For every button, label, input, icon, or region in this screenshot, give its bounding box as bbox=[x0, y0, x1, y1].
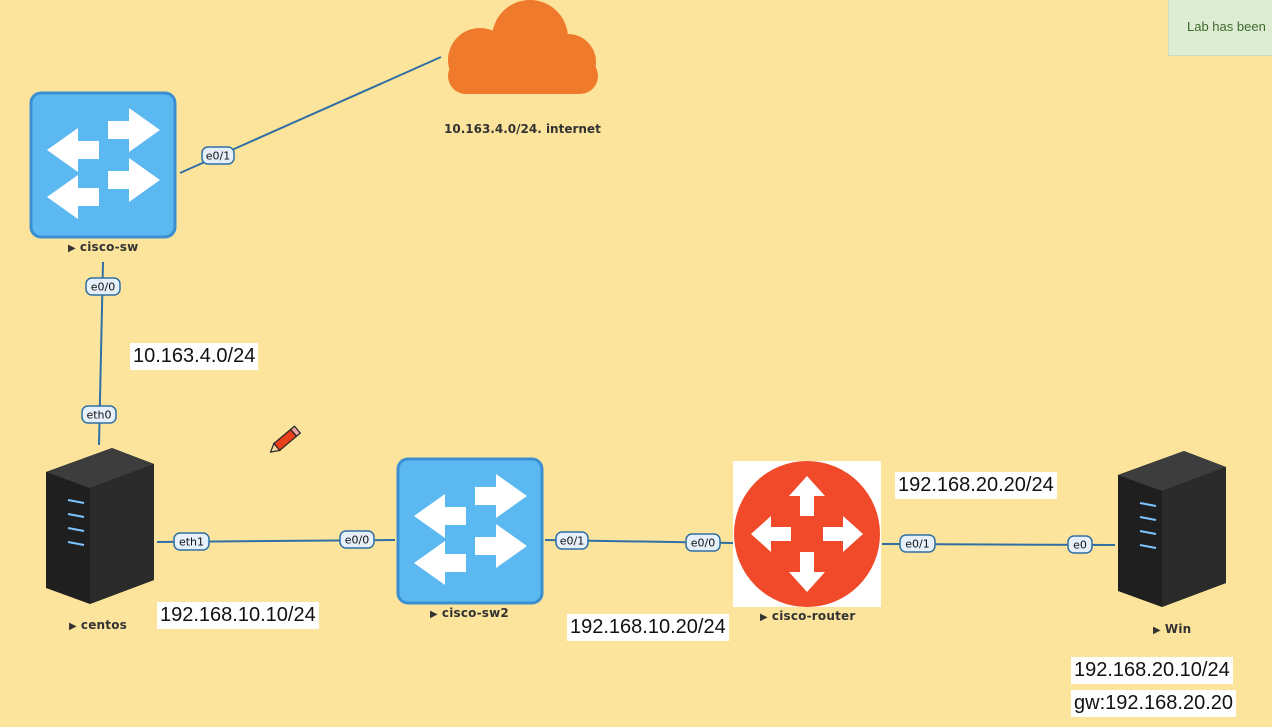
play-icon: ▶ bbox=[430, 609, 438, 620]
cloud-icon[interactable] bbox=[448, 0, 598, 94]
svg-text:eth1: eth1 bbox=[179, 536, 204, 549]
port-badges: e0/1 e0/0 eth0 eth1 e0/0 e0/1 e0/0 e0/1 bbox=[81, 146, 1093, 554]
svg-text:e0/0: e0/0 bbox=[91, 281, 115, 294]
node-label-cisco-sw[interactable]: ▶cisco-sw bbox=[68, 240, 138, 254]
svg-text:e0/0: e0/0 bbox=[691, 537, 715, 550]
port-badge-win-e0[interactable]: e0 bbox=[1067, 535, 1093, 554]
play-icon: ▶ bbox=[69, 621, 77, 632]
node-label-cisco-router[interactable]: ▶cisco-router bbox=[760, 609, 856, 623]
network-label-router-wan-ip[interactable]: 192.168.20.20/24 bbox=[895, 472, 1057, 499]
svg-text:e0/1: e0/1 bbox=[206, 150, 230, 163]
pencil-icon[interactable] bbox=[268, 425, 302, 455]
cloud-label-internet: 10.163.4.0/24. internet bbox=[444, 122, 601, 136]
port-badge-router-e01[interactable]: e0/1 bbox=[899, 534, 936, 553]
router-icon-cisco-router[interactable] bbox=[733, 461, 881, 607]
network-label-router-lan-ip[interactable]: 192.168.10.20/24 bbox=[567, 614, 729, 641]
play-icon: ▶ bbox=[68, 243, 76, 254]
node-label-centos-text: centos bbox=[80, 618, 128, 632]
svg-text:e0/1: e0/1 bbox=[905, 538, 929, 551]
svg-text:e0/0: e0/0 bbox=[345, 534, 369, 547]
port-badge-sw2-e00[interactable]: e0/0 bbox=[339, 530, 375, 549]
port-badge-centos-eth0[interactable]: eth0 bbox=[81, 405, 117, 424]
network-label-mgmt[interactable]: 10.163.4.0/24 bbox=[130, 343, 259, 370]
node-label-cisco-sw2[interactable]: ▶cisco-sw2 bbox=[430, 606, 509, 620]
switch-icon-cisco-sw[interactable] bbox=[29, 91, 177, 239]
svg-text:e0: e0 bbox=[1073, 539, 1087, 552]
network-label-centos-ip[interactable]: 192.168.10.10/24 bbox=[157, 602, 319, 629]
node-label-cisco-sw2-text: cisco-sw2 bbox=[441, 606, 509, 620]
port-badge-centos-eth1[interactable]: eth1 bbox=[173, 532, 210, 551]
notification-text: Lab has been bbox=[1187, 19, 1266, 34]
node-label-centos[interactable]: ▶centos bbox=[69, 618, 127, 632]
node-label-cisco-sw-text: cisco-sw bbox=[79, 240, 139, 254]
network-label-win-ip[interactable]: 192.168.20.10/24 bbox=[1071, 657, 1233, 684]
server-icon-centos[interactable] bbox=[46, 448, 154, 604]
play-icon: ▶ bbox=[1153, 625, 1161, 636]
port-badge-router-e00[interactable]: e0/0 bbox=[685, 533, 721, 552]
svg-text:e0/1: e0/1 bbox=[560, 535, 584, 548]
switch-icon-cisco-sw2[interactable] bbox=[396, 457, 544, 605]
node-label-win[interactable]: ▶Win bbox=[1153, 622, 1191, 636]
network-label-win-gw[interactable]: gw:192.168.20.20 bbox=[1071, 690, 1237, 717]
svg-text:eth0: eth0 bbox=[86, 409, 111, 422]
notification-toast[interactable]: Lab has been bbox=[1168, 0, 1272, 56]
play-icon: ▶ bbox=[760, 612, 768, 623]
port-badge-sw2-e01[interactable]: e0/1 bbox=[555, 531, 589, 550]
server-icon-win[interactable] bbox=[1118, 451, 1226, 607]
node-label-cisco-router-text: cisco-router bbox=[771, 609, 856, 623]
port-badge-sw-e01[interactable]: e0/1 bbox=[201, 146, 235, 165]
port-badge-sw-e00[interactable]: e0/0 bbox=[85, 277, 121, 296]
node-label-win-text: Win bbox=[1164, 622, 1192, 636]
